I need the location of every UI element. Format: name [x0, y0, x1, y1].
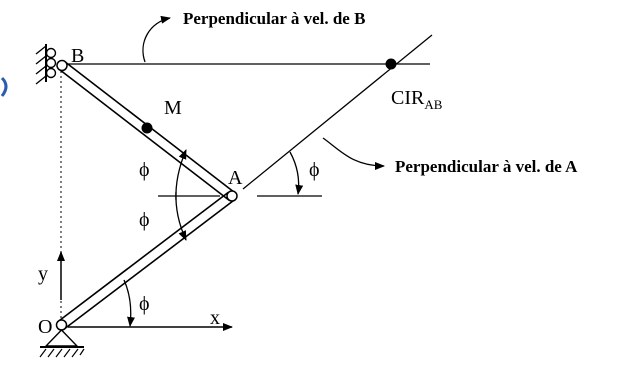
angle-arc-o	[123, 279, 136, 327]
label-phi-right: ϕ	[309, 159, 320, 181]
label-x-axis: x	[210, 307, 220, 329]
leader-arrow-perp-a	[322, 137, 385, 170]
edge-fragment	[0, 76, 8, 97]
annotation-perpendicular-b: Perpendicular à vel. de B	[183, 9, 365, 28]
label-phi-base: ϕ	[139, 293, 150, 315]
leader-arrow-perp-b	[142, 15, 171, 63]
annotation-perpendicular-a: Perpendicular à vel. de A	[395, 157, 578, 176]
cir-ab-marker	[385, 58, 397, 70]
link-oa	[58, 191, 235, 330]
label-phi-lower: ϕ	[139, 209, 150, 231]
label-cir: CIRAB	[391, 87, 443, 112]
label-a: A	[228, 167, 243, 189]
angle-arc-a-upper	[175, 149, 187, 201]
label-m: M	[164, 97, 182, 119]
perpendicular-line-a	[242, 34, 433, 190]
ground-support-o	[39, 328, 85, 358]
label-phi-upper: ϕ	[139, 159, 150, 181]
point-m-marker	[141, 122, 153, 134]
label-o: O	[38, 316, 52, 338]
label-b: B	[71, 45, 84, 67]
wall-support-b	[35, 44, 57, 85]
joint-b	[56, 59, 68, 72]
angle-arc-a-right	[289, 151, 304, 195]
joint-a	[226, 190, 238, 202]
label-y-axis: y	[38, 263, 48, 285]
angle-arc-a-lower	[175, 191, 187, 241]
joint-o	[55, 319, 68, 331]
